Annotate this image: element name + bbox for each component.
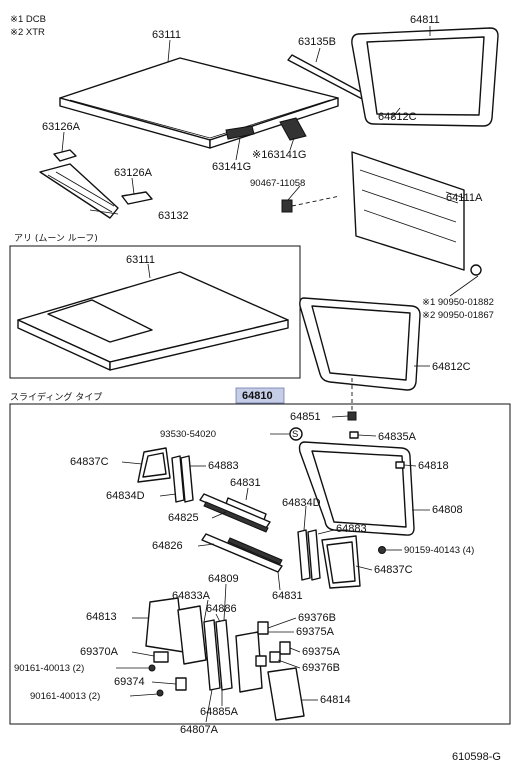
label-64813[interactable]: 64813 xyxy=(86,611,117,623)
label-63111-top[interactable]: 63111 xyxy=(152,29,181,41)
label-64825[interactable]: 64825 xyxy=(168,512,199,524)
label-63135b[interactable]: 63135B xyxy=(298,36,336,48)
label-90161-40013-first[interactable]: 90161-40013 (2) xyxy=(14,663,84,674)
label-93530-54020[interactable]: 93530-54020 xyxy=(160,429,216,440)
right-vent-window-drawing xyxy=(321,535,361,589)
label-64834d-left[interactable]: 64834D xyxy=(106,490,145,502)
label-90159-40143[interactable]: 90159-40143 (4) xyxy=(404,545,474,556)
label-63126a-mid[interactable]: 63126A xyxy=(114,167,153,179)
label-69370a[interactable]: 69370A xyxy=(80,646,119,658)
label-64812c-mid[interactable]: 64812C xyxy=(432,361,471,373)
sliding-glass-panels-drawing xyxy=(145,597,305,721)
label-64809[interactable]: 64809 xyxy=(208,573,239,585)
note-xtr: ※2 XTR xyxy=(10,27,45,38)
label-64826[interactable]: 64826 xyxy=(152,540,183,552)
label-64810-highlight[interactable]: 64810 xyxy=(242,390,273,402)
label-64811[interactable]: 64811 xyxy=(410,14,440,26)
label-64807a[interactable]: 64807A xyxy=(180,724,219,736)
label-69374[interactable]: 69374 xyxy=(114,676,145,688)
label-63126a-left[interactable]: 63126A xyxy=(42,121,81,133)
label-69375a-bottom[interactable]: 69375A xyxy=(302,646,341,658)
right-channel-strips-drawing xyxy=(297,529,321,581)
symbol-s: S xyxy=(292,429,298,440)
label-63132[interactable]: 63132 xyxy=(158,210,189,222)
label-64814[interactable]: 64814 xyxy=(320,694,351,706)
section-title-moon-roof: アリ (ムーン ルーフ) xyxy=(14,233,98,244)
label-90161-40013-second[interactable]: 90161-40013 (2) xyxy=(30,691,100,702)
clip-drawing xyxy=(281,195,341,213)
label-64818[interactable]: 64818 xyxy=(418,460,449,472)
note-dcb: ※1 DCB xyxy=(10,14,46,25)
highlight-part-box xyxy=(235,387,285,404)
moon-roof-section-box xyxy=(9,245,301,379)
moon-roof-panel-drawing xyxy=(17,271,289,371)
left-channel-strips-drawing xyxy=(171,455,194,503)
label-69375a-top[interactable]: 69375A xyxy=(296,626,335,638)
label-90467-11058[interactable]: 90467-11058 xyxy=(250,178,305,189)
section-title-sliding: スライディング タイプ xyxy=(10,391,102,403)
label-64851[interactable]: 64851 xyxy=(290,411,321,423)
slide-rails-drawing xyxy=(199,493,283,573)
label-63141g[interactable]: 63141G xyxy=(212,161,251,173)
leader-lines xyxy=(61,26,479,723)
footer-diagram-code: 610598-G xyxy=(452,751,501,763)
label-64834d-right[interactable]: 64834D xyxy=(282,497,321,509)
label-64886[interactable]: 64886 xyxy=(206,603,237,615)
label-90950-01882[interactable]: ※1 90950-01882 xyxy=(422,297,494,308)
label-64812c-top[interactable]: 64812C xyxy=(378,111,417,123)
label-64837c-left[interactable]: 64837C xyxy=(70,456,109,468)
label-64831-top[interactable]: 64831 xyxy=(230,477,261,489)
label-64837c-right[interactable]: 64837C xyxy=(374,564,413,576)
label-64808[interactable]: 64808 xyxy=(432,504,463,516)
label-64831-bottom[interactable]: 64831 xyxy=(272,590,303,602)
small-hardware-drawing: S xyxy=(289,378,405,554)
label-64833a[interactable]: 64833A xyxy=(172,590,211,602)
back-window-drawing xyxy=(351,27,499,127)
label-69376b-top[interactable]: 69376B xyxy=(298,612,336,624)
label-163141g[interactable]: ※163141G xyxy=(252,149,306,161)
label-64883-right[interactable]: 64883 xyxy=(336,523,367,535)
back-panel-drawing xyxy=(351,151,482,276)
front-header-drawing xyxy=(39,163,119,219)
sliding-section-box xyxy=(9,403,511,725)
left-vent-window-drawing xyxy=(137,447,171,483)
label-64111a[interactable]: 64111A xyxy=(446,192,483,204)
label-90950-01867[interactable]: ※2 90950-01867 xyxy=(422,310,494,321)
label-63111-moon[interactable]: 63111 xyxy=(126,254,155,266)
label-69376b-bottom[interactable]: 69376B xyxy=(302,662,340,674)
label-64835a[interactable]: 64835A xyxy=(378,431,417,443)
roof-brackets-drawing xyxy=(53,117,307,205)
label-64883-left[interactable]: 64883 xyxy=(208,460,239,472)
label-64885a[interactable]: 64885A xyxy=(200,706,239,718)
middle-window-drawing xyxy=(299,297,421,391)
sliding-window-frame-drawing xyxy=(298,441,415,536)
